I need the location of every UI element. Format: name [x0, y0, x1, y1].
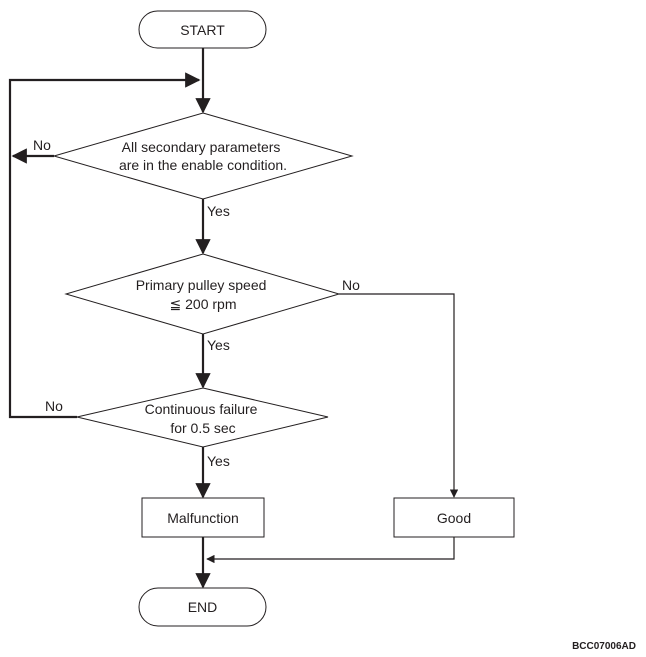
- connector-loop-back: [8, 72, 201, 419]
- decision-secondary-text: All secondary parameters are in the enab…: [119, 139, 287, 173]
- decision-failure-line-2: for 0.5 sec: [170, 420, 235, 436]
- decision-failure-text: Continuous failure for 0.5 sec: [145, 401, 262, 436]
- failure-yes-label: Yes: [207, 453, 230, 469]
- decision-failure-line-1: Continuous failure: [145, 401, 258, 417]
- decision-secondary-line-1: All secondary parameters: [122, 139, 281, 155]
- good-box: [393, 497, 515, 538]
- decision-pulley-text: Primary pulley speed ≦ 200 rpm: [136, 277, 271, 312]
- figure-code: BCC07006AD: [572, 641, 636, 652]
- end-terminal: [138, 587, 267, 627]
- malfunction-box: [141, 497, 265, 538]
- end-label: END: [188, 599, 218, 615]
- pulley-no-label: No: [342, 277, 360, 293]
- decision-pulley-line-2: ≦ 200 rpm: [170, 296, 237, 312]
- decision-continuous-failure: [76, 387, 329, 448]
- malfunction-label: Malfunction: [167, 510, 239, 526]
- pulley-yes-label: Yes: [207, 337, 230, 353]
- connector-pulley-no: [339, 293, 459, 498]
- secondary-no-label: No: [33, 137, 51, 153]
- decision-primary-pulley: [64, 253, 341, 335]
- decision-secondary-parameters: [52, 112, 354, 200]
- secondary-yes-label: Yes: [207, 203, 230, 219]
- start-label: START: [180, 22, 225, 38]
- connector-good-to-merge: [206, 537, 455, 564]
- decision-pulley-line-1: Primary pulley speed: [136, 277, 267, 293]
- decision-secondary-line-2: are in the enable condition.: [119, 157, 287, 173]
- failure-no-label: No: [45, 398, 63, 414]
- good-label: Good: [437, 510, 471, 526]
